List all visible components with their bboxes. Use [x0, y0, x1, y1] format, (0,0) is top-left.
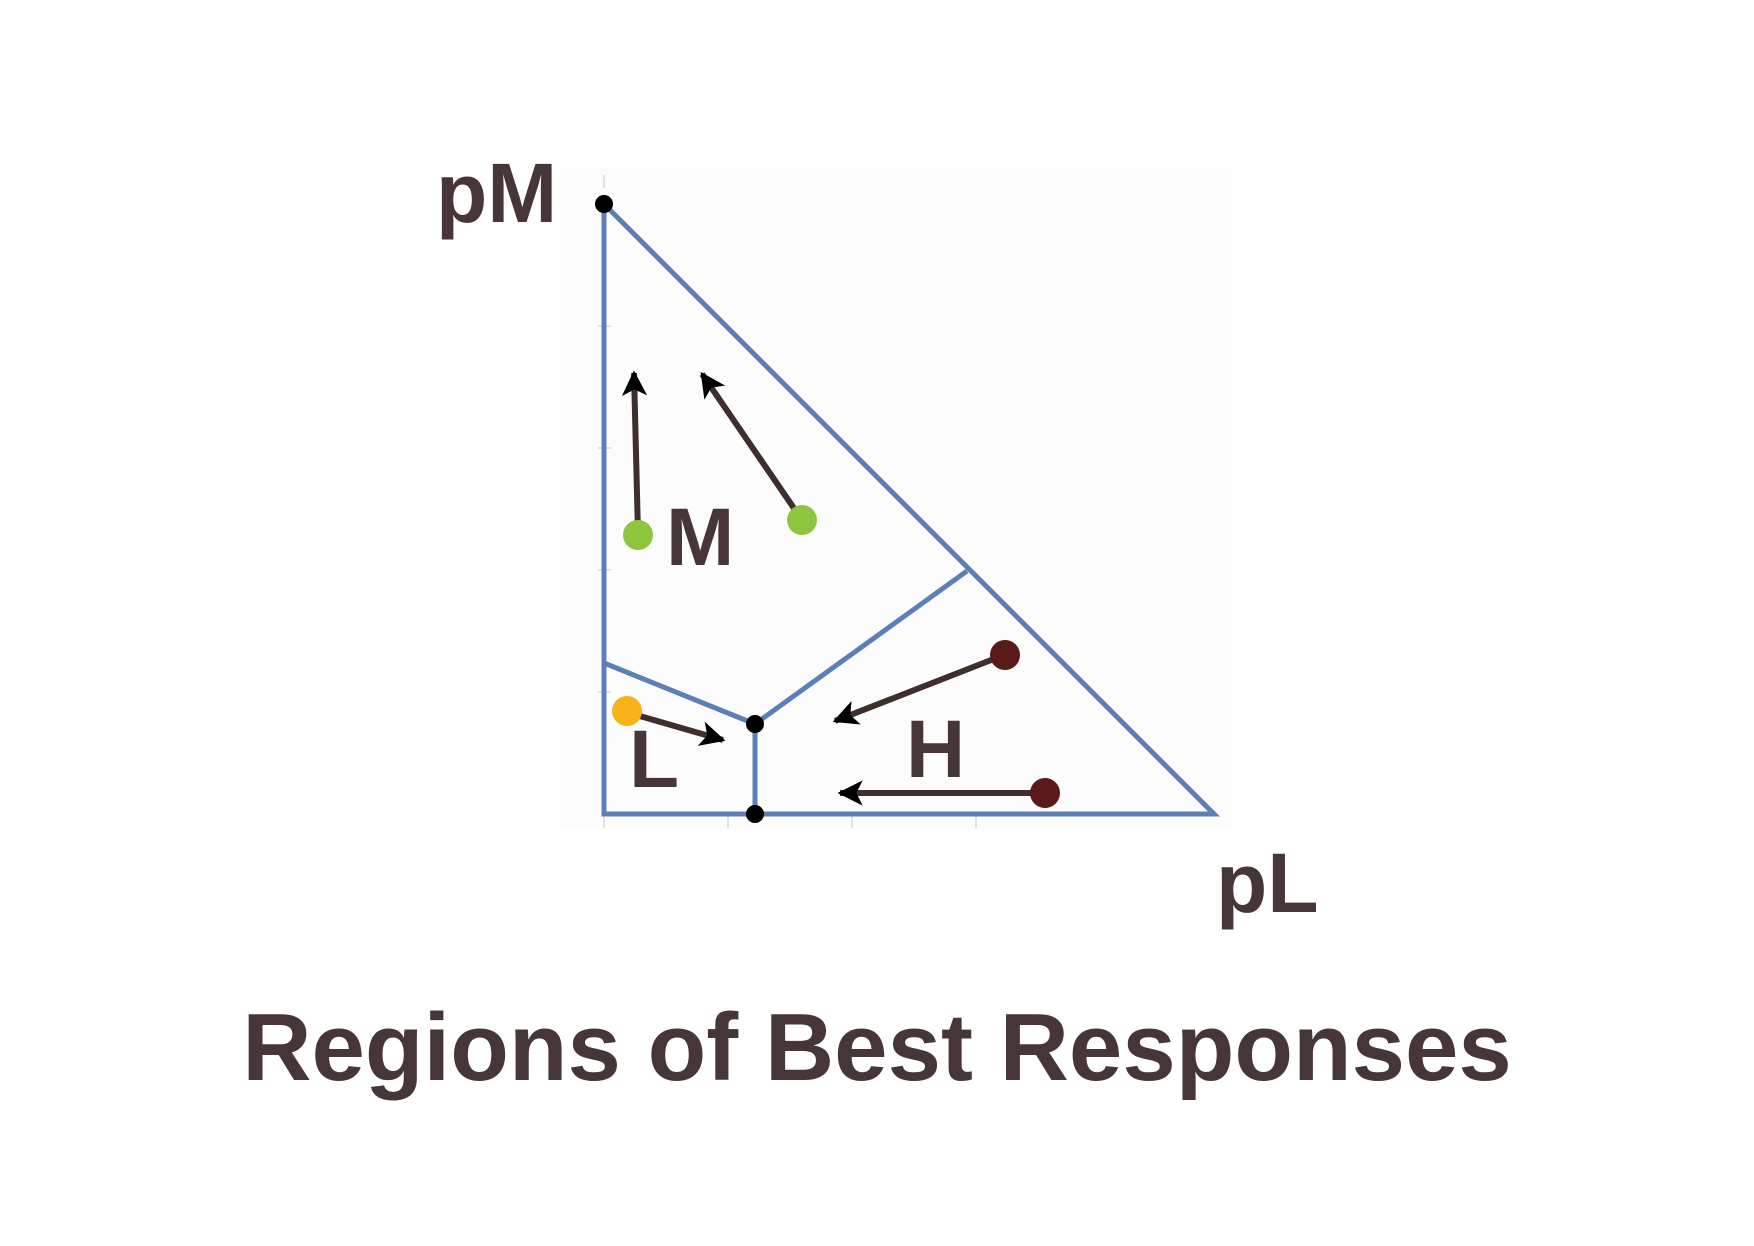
- arrow-M-2: [699, 371, 805, 522]
- arrow-H-1: [832, 652, 1006, 725]
- start-point-M-2: [787, 505, 817, 535]
- start-point-L-1: [612, 696, 642, 726]
- diagram-title: Regions of Best Responses: [242, 994, 1512, 1101]
- arrow-M-1: [621, 370, 648, 535]
- arrow-L-1: [625, 709, 726, 746]
- vertex-bottom: [746, 805, 764, 823]
- start-point-H-1: [990, 640, 1020, 670]
- start-point-M-1: [623, 520, 653, 550]
- dynamics-arrows: [621, 370, 1044, 806]
- y-axis-label: pM: [436, 146, 557, 240]
- start-point-H-2: [1030, 778, 1060, 808]
- boundary-M-H: [753, 568, 969, 727]
- vertex-pM: [595, 195, 613, 213]
- simplex-boundary: [601, 197, 1221, 817]
- region-label-M: M: [666, 492, 734, 583]
- region-label-H: H: [906, 704, 965, 795]
- x-axis-label: pL: [1216, 836, 1319, 930]
- region-label-L: L: [629, 714, 679, 805]
- vertex-triple-point: [746, 715, 764, 733]
- boundary-L-M: [603, 660, 756, 727]
